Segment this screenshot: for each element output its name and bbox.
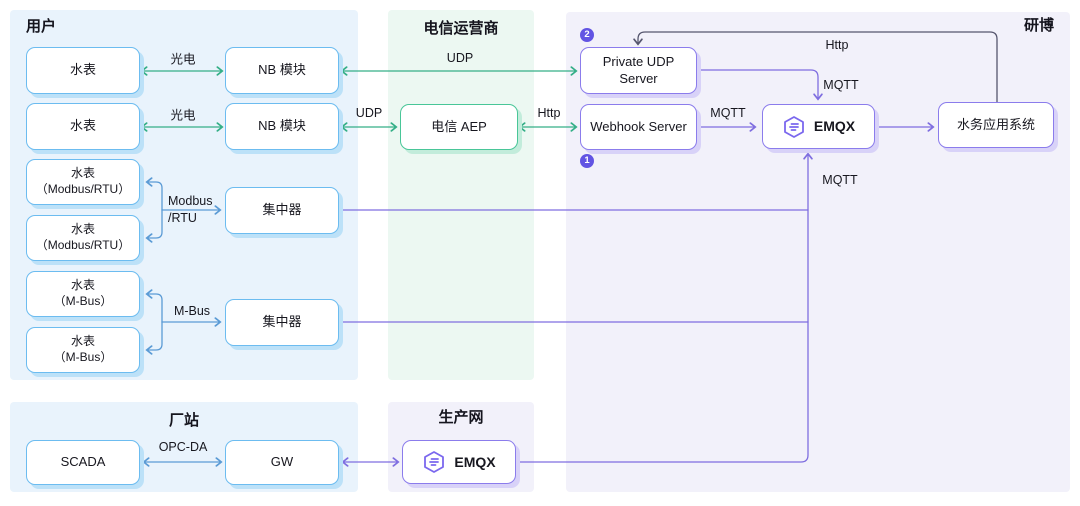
label-optical-2: 光电: [170, 108, 196, 123]
node-nb-module-1: NB 模块: [225, 47, 339, 94]
label-modbus-line1: Modbus: [168, 194, 213, 208]
node-water-meter-mbus-2: 水表 （M-Bus）: [26, 327, 140, 373]
node-gw: GW: [225, 440, 339, 485]
node-telecom-aep: 电信 AEP: [400, 104, 518, 150]
label-mqtt-private: MQTT: [823, 78, 859, 92]
step-badge-2: 2: [580, 28, 594, 42]
step-badge-1: 1: [580, 154, 594, 168]
section-title-yanbo: 研博: [1023, 17, 1054, 34]
node-water-app-system: 水务应用系统: [938, 102, 1054, 148]
section-title-plant: 厂站: [168, 412, 199, 429]
node-water-meter-modbus-1: 水表 （Modbus/RTU）: [26, 159, 140, 205]
label-mqtt-uplink: MQTT: [822, 173, 858, 187]
emqx-logo-icon: [783, 115, 804, 138]
node-emqx-prod: EMQX: [402, 440, 516, 484]
label-optical-1: 光电: [170, 52, 196, 67]
node-webhook-server: Webhook Server: [580, 104, 697, 150]
section-title-user: 用户: [26, 18, 57, 35]
emqx-prod-label: EMQX: [454, 453, 496, 470]
label-mbus: M-Bus: [173, 304, 211, 318]
section-title-prod: 生产网: [438, 409, 484, 426]
node-water-meter-1: 水表: [26, 47, 140, 94]
node-scada: SCADA: [26, 440, 140, 485]
label-udp-long: UDP: [446, 51, 474, 65]
node-private-udp-server: Private UDP Server: [580, 47, 697, 94]
section-title-telecom: 电信运营商: [423, 20, 499, 37]
label-modbus-line2: /RTU: [168, 211, 197, 225]
node-nb-module-2: NB 模块: [225, 103, 339, 150]
node-water-meter-2: 水表: [26, 103, 140, 150]
label-http-aep: Http: [537, 106, 561, 120]
section-telecom-panel: [388, 10, 534, 380]
emqx-cloud-label: EMQX: [813, 118, 856, 135]
node-concentrator-1: 集中器: [225, 187, 339, 234]
node-water-meter-mbus-1: 水表 （M-Bus）: [26, 271, 140, 317]
label-mqtt-webhook: MQTT: [710, 106, 746, 120]
node-emqx-cloud: EMQX: [762, 104, 875, 149]
node-water-meter-modbus-2: 水表 （Modbus/RTU）: [26, 215, 140, 261]
emqx-logo-icon: [424, 451, 445, 473]
label-udp-short: UDP: [355, 106, 383, 120]
label-http-loop: Http: [825, 38, 849, 52]
node-concentrator-2: 集中器: [225, 299, 339, 346]
label-opcda: OPC-DA: [158, 440, 208, 454]
